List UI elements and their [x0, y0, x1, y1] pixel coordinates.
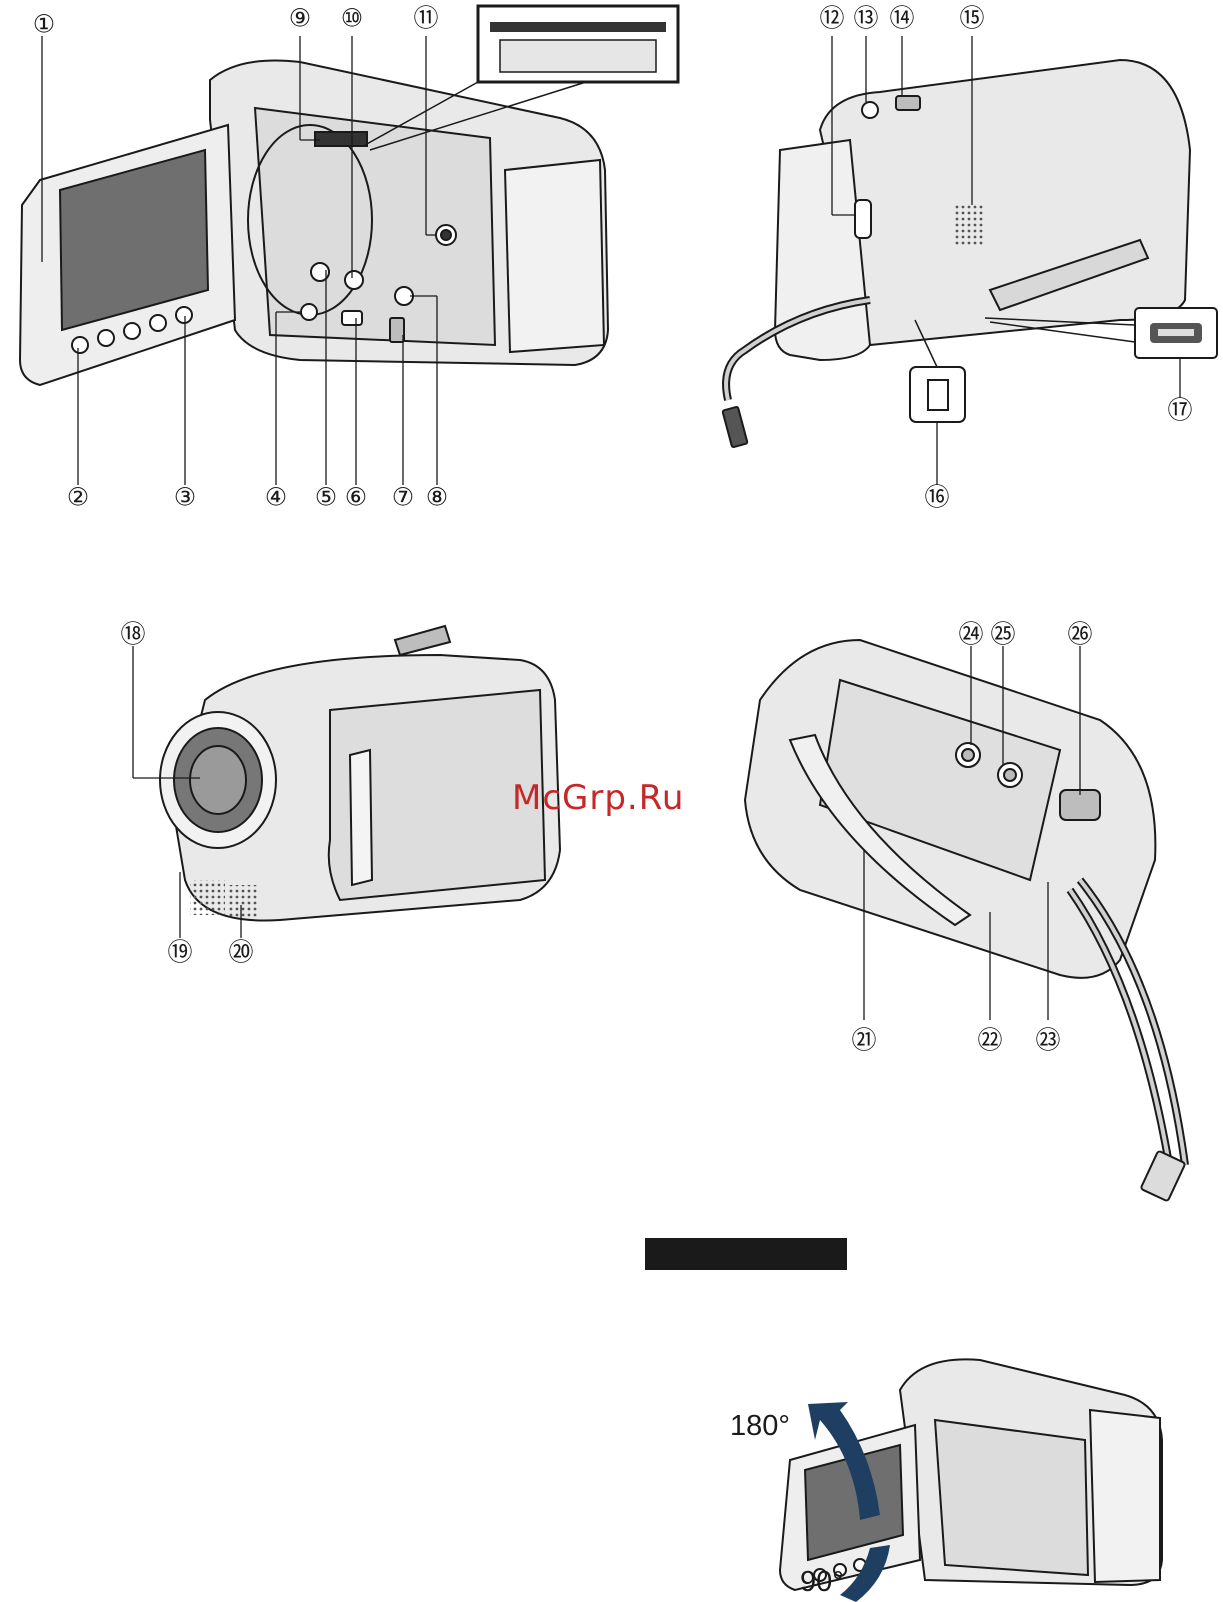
camcorder-bottom-view: [745, 640, 1185, 1201]
callout-17: ⑰: [1167, 396, 1192, 425]
rotation-90-label: 90°: [800, 1566, 844, 1599]
callout-10: ⑩: [341, 4, 363, 33]
callout-20: ⑳: [228, 938, 253, 967]
camcorder-front-view: [160, 626, 560, 921]
callout-19: ⑲: [167, 938, 192, 967]
callout-13: ⑬: [853, 4, 878, 33]
callout-16: ⑯: [924, 483, 949, 512]
callout-11: ⑪: [413, 4, 438, 33]
callout-7: ⑦: [392, 483, 414, 512]
callout-21: ㉑: [851, 1026, 876, 1055]
callout-3: ③: [174, 483, 196, 512]
callout-18: ⑱: [120, 620, 145, 649]
callout-15: ⑮: [959, 4, 984, 33]
callout-9: ⑨: [289, 4, 311, 33]
section-heading-bar: [645, 1238, 847, 1270]
callout-14: ⑭: [889, 4, 914, 33]
callout-8: ⑧: [426, 483, 448, 512]
callout-5: ⑤: [315, 483, 337, 512]
camcorder-lcd-open-view: [20, 60, 608, 385]
callout-22: ㉒: [977, 1026, 1002, 1055]
callout-4: ④: [265, 483, 287, 512]
callout-26: ㉖: [1067, 620, 1092, 649]
watermark: McGrp.Ru: [512, 778, 684, 818]
rotation-180-label: 180°: [730, 1410, 790, 1443]
callout-12: ⑫: [819, 4, 844, 33]
callout-23: ㉓: [1035, 1026, 1060, 1055]
callout-25: ㉕: [990, 620, 1015, 649]
callout-24: ㉔: [958, 620, 983, 649]
callout-1: ①: [33, 10, 55, 39]
callout-2: ②: [67, 483, 89, 512]
lcd-rotation-view: [780, 1359, 1162, 1590]
callout-6: ⑥: [345, 483, 367, 512]
